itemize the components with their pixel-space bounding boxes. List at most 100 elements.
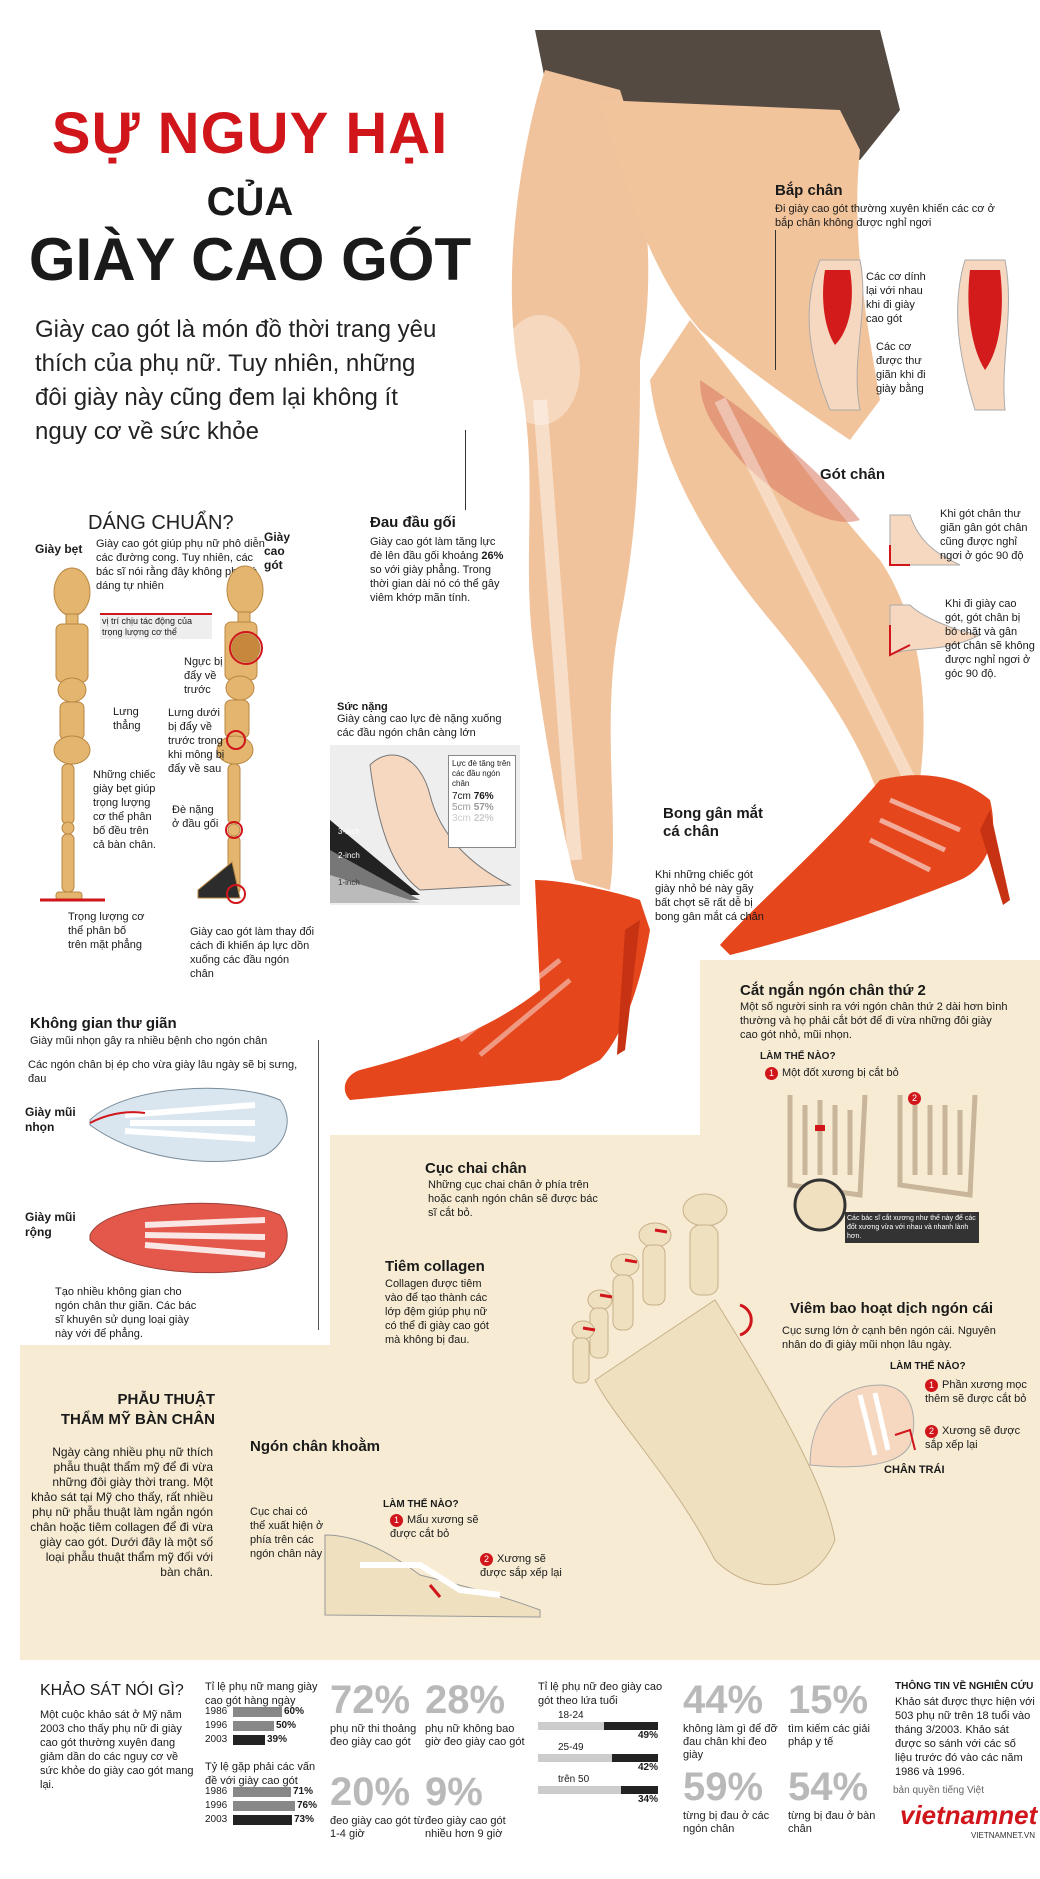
chart2-year: 1996 xyxy=(205,1800,228,1811)
stats-b-4-pct: 54% xyxy=(788,1765,869,1809)
chart1-row: 1996 50% xyxy=(205,1720,315,1732)
stats-a-2: 28% phụ nữ không bao giờ đeo giày cao gó… xyxy=(425,1678,530,1749)
pressure-row-1-height: 7cm xyxy=(452,791,471,802)
knee-pain-text: Giày cao gót làm tăng lực đè lên đầu gối… xyxy=(370,535,510,605)
wide-shoe-desc: Tạo nhiều không gian cho ngón chân thư g… xyxy=(55,1286,197,1340)
front-shoe-heel xyxy=(980,810,1010,905)
toe-cut-note: Các bác sĩ cắt xương như thế này để các … xyxy=(845,1212,979,1243)
hammer-how: LÀM THẾ NÀO? xyxy=(383,1499,459,1510)
bunion-step2-text: Xương sẽ được sắp xếp lại xyxy=(925,1425,1021,1451)
legs-illustration xyxy=(344,30,1010,1100)
chart3-age: 25-49 xyxy=(558,1742,584,1753)
heel-heading: Gót chân xyxy=(820,466,886,483)
bunion-step1-text: Phần xương mọc thêm sẽ được cắt bỏ xyxy=(925,1379,1027,1405)
chart2-year: 2003 xyxy=(205,1814,228,1825)
heel-diagrams xyxy=(889,514,982,657)
surgery-heading-line1: PHẪU THUẬT xyxy=(117,1391,216,1408)
brand-logo: vietnamnet VIETNAMNET.VN xyxy=(900,1800,1037,1840)
toe-cut-step1-text: Một đốt xương bị cắt bỏ xyxy=(782,1067,899,1079)
pointed-shoe-xray xyxy=(89,1087,288,1162)
copyright-text: bản quyền tiếng Việt xyxy=(893,1785,985,1796)
chart1-value: 50% xyxy=(276,1720,297,1731)
chart2-bar xyxy=(233,1815,292,1825)
info-text: Khảo sát được thực hiện với 503 phụ nữ t… xyxy=(895,1696,1035,1778)
stats-a-3-text: đeo giày cao gót từ 1-4 giờ xyxy=(330,1815,425,1840)
toe-cut-diagram xyxy=(787,1094,978,1232)
bunion-desc: Cục sưng lớn ở cạnh bên ngón cái. Nguyên… xyxy=(782,1325,996,1351)
calf-relaxed-note: Các cơ được thư giãn khi đi giày bằng xyxy=(876,341,926,395)
front-leg-calf xyxy=(650,320,924,800)
toe-cut-heading: Cắt ngắn ngón chân thứ 2 xyxy=(740,982,926,999)
space-squeezed: Các ngón chân bị ép cho vừa giày lâu ngà… xyxy=(28,1059,298,1085)
stats-b-2-pct: 15% xyxy=(788,1678,869,1722)
back-straight-annotation: Lưng thẳng xyxy=(113,706,141,732)
bunion-heading: Viêm bao hoạt dịch ngón cái xyxy=(790,1300,994,1317)
mannequins-illustration xyxy=(40,565,264,904)
survey-desc: Một cuộc khảo sát ở Mỹ năm 2003 cho thấy… xyxy=(40,1709,194,1791)
stats-b-4: 54% từng bị đau ở bàn chân xyxy=(788,1765,878,1836)
posture-desc: Giày cao gót giúp phụ nữ phô diễn các đư… xyxy=(96,538,265,592)
step-1-badge: 1 xyxy=(765,1067,778,1080)
bunion-step2-badge: 2 xyxy=(925,1425,938,1438)
pressure-heading: Sức nặng xyxy=(337,701,388,713)
chart1-value: 60% xyxy=(284,1706,305,1717)
stats-b-1-text: không làm gì để đỡ đau chân khi đeo giày xyxy=(683,1723,778,1761)
chart3-track xyxy=(538,1754,658,1762)
hammer-callus-note: Cục chai có thể xuất hiện ở phía trên cá… xyxy=(250,1506,324,1560)
calf-pointer-line xyxy=(775,230,776,370)
stats-a-4-pct: 9% xyxy=(425,1770,483,1814)
pressure-row-2-height: 5cm xyxy=(452,802,471,813)
calf-diagrams xyxy=(808,259,1009,411)
surgery-desc: Ngày càng nhiều phụ nữ thích phẫu thuật … xyxy=(30,1445,213,1579)
pressure-desc: Giày càng cao lực đè nặng xuống các đầu … xyxy=(337,713,502,739)
lower-back-annotation: Lưng dưới bị đẩy về trước trong khi mông… xyxy=(168,707,225,775)
chart3-track xyxy=(538,1722,658,1730)
chart1-year: 2003 xyxy=(205,1734,228,1745)
stats-a-4: 9% đeo giày cao gót nhiều hơn 9 giờ xyxy=(425,1770,520,1841)
stats-b-3-pct: 59% xyxy=(683,1765,764,1809)
chart3-title: Tỉ lệ phụ nữ đeo giày cao gót theo lứa t… xyxy=(538,1681,663,1707)
chart2-row: 1996 76% xyxy=(205,1800,318,1812)
front-leg-thigh xyxy=(600,100,880,440)
stats-a-1-pct: 72% xyxy=(330,1678,411,1722)
stats-a-2-text: phụ nữ không bao giờ đeo giày cao gót xyxy=(425,1723,525,1748)
back-shoe xyxy=(344,880,650,1100)
pressure-box-title: Lực đè tăng trên các đầu ngón chân xyxy=(452,759,511,788)
heel-normal-note: Khi gót chân thư giãn gân gót chân cũng … xyxy=(940,508,1028,562)
brand-url: VIETNAMNET.VN xyxy=(970,1831,1035,1840)
stats-b-4-text: từng bị đau ở bàn chân xyxy=(788,1810,876,1835)
hammer-step1-badge: 1 xyxy=(390,1514,403,1527)
foot-skeleton xyxy=(571,1193,836,1586)
collagen-desc: Collagen được tiêm vào để tạo thành các … xyxy=(385,1278,489,1346)
chart1-title: Tỉ lệ phụ nữ mang giày cao gót hàng ngày xyxy=(205,1681,318,1707)
pressure-row-3: 3cm 22% xyxy=(452,813,512,824)
surgery-heading-line2: THẨM MỸ BÀN CHÂN xyxy=(60,1411,215,1428)
chart1-row: 2003 39% xyxy=(205,1734,315,1746)
stats-a-3-pct: 20% xyxy=(330,1770,411,1814)
chart1-year: 1996 xyxy=(205,1720,228,1731)
flat-shoe-label: Giày bẹt xyxy=(35,542,83,556)
stats-a-3: 20% đeo giày cao gót từ 1-4 giờ xyxy=(330,1770,425,1841)
collagen-heading: Tiêm collagen xyxy=(385,1258,485,1275)
heel-shift-annotation: Giày cao gót làm thay đổi cách đi khiến … xyxy=(190,926,315,980)
heel-shoe-label: Giày cao gót xyxy=(264,530,291,572)
chart1-bar xyxy=(233,1721,274,1731)
chart1-row: 1986 60% xyxy=(205,1706,315,1718)
hammer-toe-diagram xyxy=(324,1534,541,1618)
ankle-desc: Khi những chiếc gót giày nhỏ bé này gãy … xyxy=(655,869,764,923)
knee-annotation: Đè nặng ở đầu gối xyxy=(172,804,219,830)
stats-b-3: 59% từng bị đau ở các ngón chân xyxy=(683,1765,783,1836)
main-title-line1: SỰ NGUY HẠI xyxy=(51,101,449,166)
shin-bone xyxy=(533,399,582,861)
pressure-row-2: 5cm 57% xyxy=(452,802,512,813)
chart1-year: 1986 xyxy=(205,1706,228,1717)
chart2-value: 76% xyxy=(297,1800,318,1811)
chart1-value: 39% xyxy=(267,1734,288,1745)
hammer-step2-text: Xương sẽ được sắp xếp lại xyxy=(480,1553,562,1579)
hammer-step1-text: Mẩu xương sẽ được cắt bỏ xyxy=(390,1514,479,1540)
ground-annotation: Trọng lượng cơ thể phân bố trên mặt phẳn… xyxy=(68,911,145,951)
pressure-row-2-value: 57% xyxy=(473,802,494,813)
inch-3-label: 3-inch xyxy=(338,827,360,836)
